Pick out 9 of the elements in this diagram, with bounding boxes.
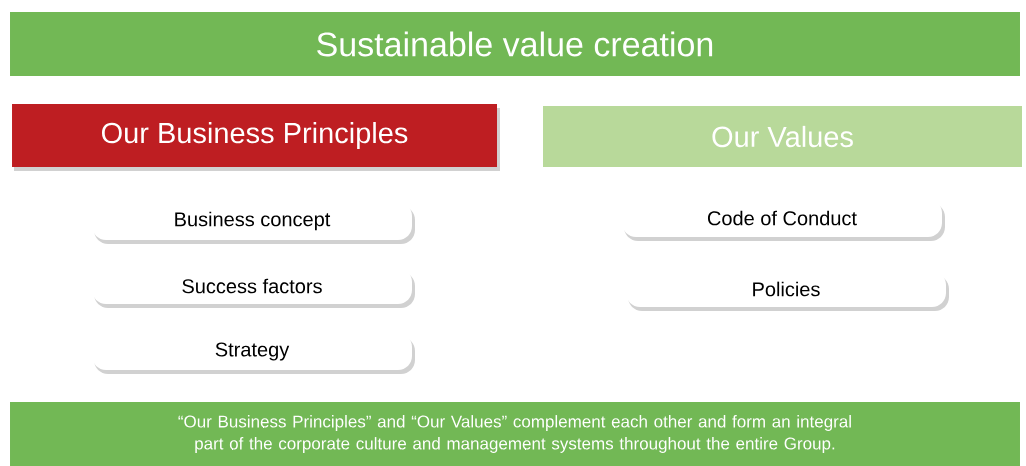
heading-box: Our Business Principles [12, 104, 500, 171]
pill-box: Strategy [92, 333, 415, 374]
pill-box: Business concept [92, 202, 415, 244]
heading-box: Our Values [543, 106, 1022, 167]
footer-band: “Our Business Principles” and “Our Values” complement each other and form an integral part of the corporate culture and management systems throughout the entire Group. [10, 402, 1020, 466]
pill-box: Code of Conduct [622, 199, 945, 241]
title-band: Sustainable value creation [10, 12, 1020, 76]
pill-box: Success factors [92, 268, 415, 308]
pill-box: Policies [626, 271, 949, 311]
